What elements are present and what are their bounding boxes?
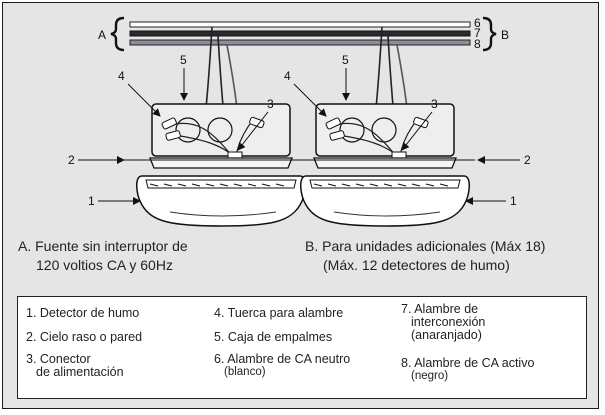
callout-5-right: 5 xyxy=(342,53,349,67)
legend-item-8: 8. Alambre de CA activo (negro) xyxy=(401,357,534,383)
legend-item-3-line2: de alimentación xyxy=(36,365,124,379)
wire-number-7: 7 xyxy=(474,26,481,40)
wire-nut-right-a xyxy=(325,117,341,130)
brace-a xyxy=(110,16,125,52)
legend-item-1: 1. Detector de humo xyxy=(26,307,139,320)
wire-number-8: 8 xyxy=(474,37,481,51)
legend-item-1-text: 1. Detector de humo xyxy=(26,306,140,320)
smoke-detector-right xyxy=(300,175,470,227)
legend-item-6: 6. Alambre de CA neutro (blanco) xyxy=(214,353,350,379)
callout-4-right: 4 xyxy=(284,69,291,83)
legend-item-8-line1: 8. Alambre de CA activo xyxy=(401,356,535,370)
wiring-diagram: A B 6 7 8 xyxy=(68,16,531,227)
legend-item-7: 7. Alambre de interconexión (anaranjado) xyxy=(401,303,485,342)
wire-nut-left-b xyxy=(165,130,181,141)
wire-nut-left-c xyxy=(249,116,265,129)
legend-item-7-line1: 7. Alambre de xyxy=(401,302,479,316)
legend-item-6-line2: (blanco) xyxy=(224,366,266,378)
label-a: A xyxy=(98,28,106,42)
legend-item-5-text: 5. Caja de empalmes xyxy=(214,330,333,344)
legend-item-7-line2: interconexión xyxy=(411,315,486,329)
legend-item-4: 4. Tuerca para alambre xyxy=(214,307,343,320)
unit-left xyxy=(136,26,306,227)
callout-2-left: 2 xyxy=(68,153,75,167)
caption-b-line2: (Máx. 12 detectores de humo) xyxy=(323,257,510,273)
junction-box-right xyxy=(315,103,455,157)
unit-right xyxy=(300,26,470,227)
legend-item-2: 2. Cielo raso o pared xyxy=(26,331,142,344)
wire-number-6: 6 xyxy=(474,16,481,30)
legend-item-8-line2: (negro) xyxy=(411,370,449,382)
legend-item-3-line1: 3. Conector xyxy=(26,352,91,366)
legend-box: 1. Detector de humo 2. Cielo raso o pare… xyxy=(17,296,587,399)
legend-item-6-line1: 6. Alambre de CA neutro xyxy=(214,352,351,366)
callout-1-left: 1 xyxy=(88,194,95,208)
junction-box-left xyxy=(151,103,291,157)
label-b: B xyxy=(501,28,509,42)
wire-nut-right-c xyxy=(413,116,429,129)
caption-b: B. Para unidades adicionales (Máx 18) (M… xyxy=(305,237,545,275)
caption-b-line1: B. Para unidades adicionales (Máx 18) xyxy=(305,238,546,254)
callout-2-right: 2 xyxy=(524,153,531,167)
wire-nut-right-b xyxy=(329,130,345,141)
caption-a: A. Fuente sin interruptor de 120 voltios… xyxy=(18,237,188,275)
legend-item-2-text: 2. Cielo raso o pared xyxy=(26,330,143,344)
power-connector-right xyxy=(391,151,407,159)
caption-a-line1: A. Fuente sin interruptor de xyxy=(18,238,188,254)
neutral-wire-6 xyxy=(129,21,471,28)
legend-item-7-line3: (anaranjado) xyxy=(411,328,482,342)
smoke-detector-left xyxy=(136,175,306,227)
callout-5-left: 5 xyxy=(180,53,187,67)
callout-4-left: 4 xyxy=(118,69,125,83)
legend-item-5: 5. Caja de empalmes xyxy=(214,331,332,344)
interconnect-wire-7 xyxy=(129,30,471,37)
hot-wire-8 xyxy=(129,39,471,46)
brace-b xyxy=(482,16,497,52)
caption-a-line2: 120 voltios CA y 60Hz xyxy=(36,257,173,273)
wire-nut-left-a xyxy=(161,117,177,130)
callout-3-left: 3 xyxy=(267,97,274,111)
callout-1-right: 1 xyxy=(510,194,517,208)
legend-item-4-text: 4. Tuerca para alambre xyxy=(214,306,344,320)
power-connector-left xyxy=(227,151,243,159)
legend-item-3: 3. Conector de alimentación xyxy=(26,353,124,379)
callout-3-right: 3 xyxy=(431,97,438,111)
